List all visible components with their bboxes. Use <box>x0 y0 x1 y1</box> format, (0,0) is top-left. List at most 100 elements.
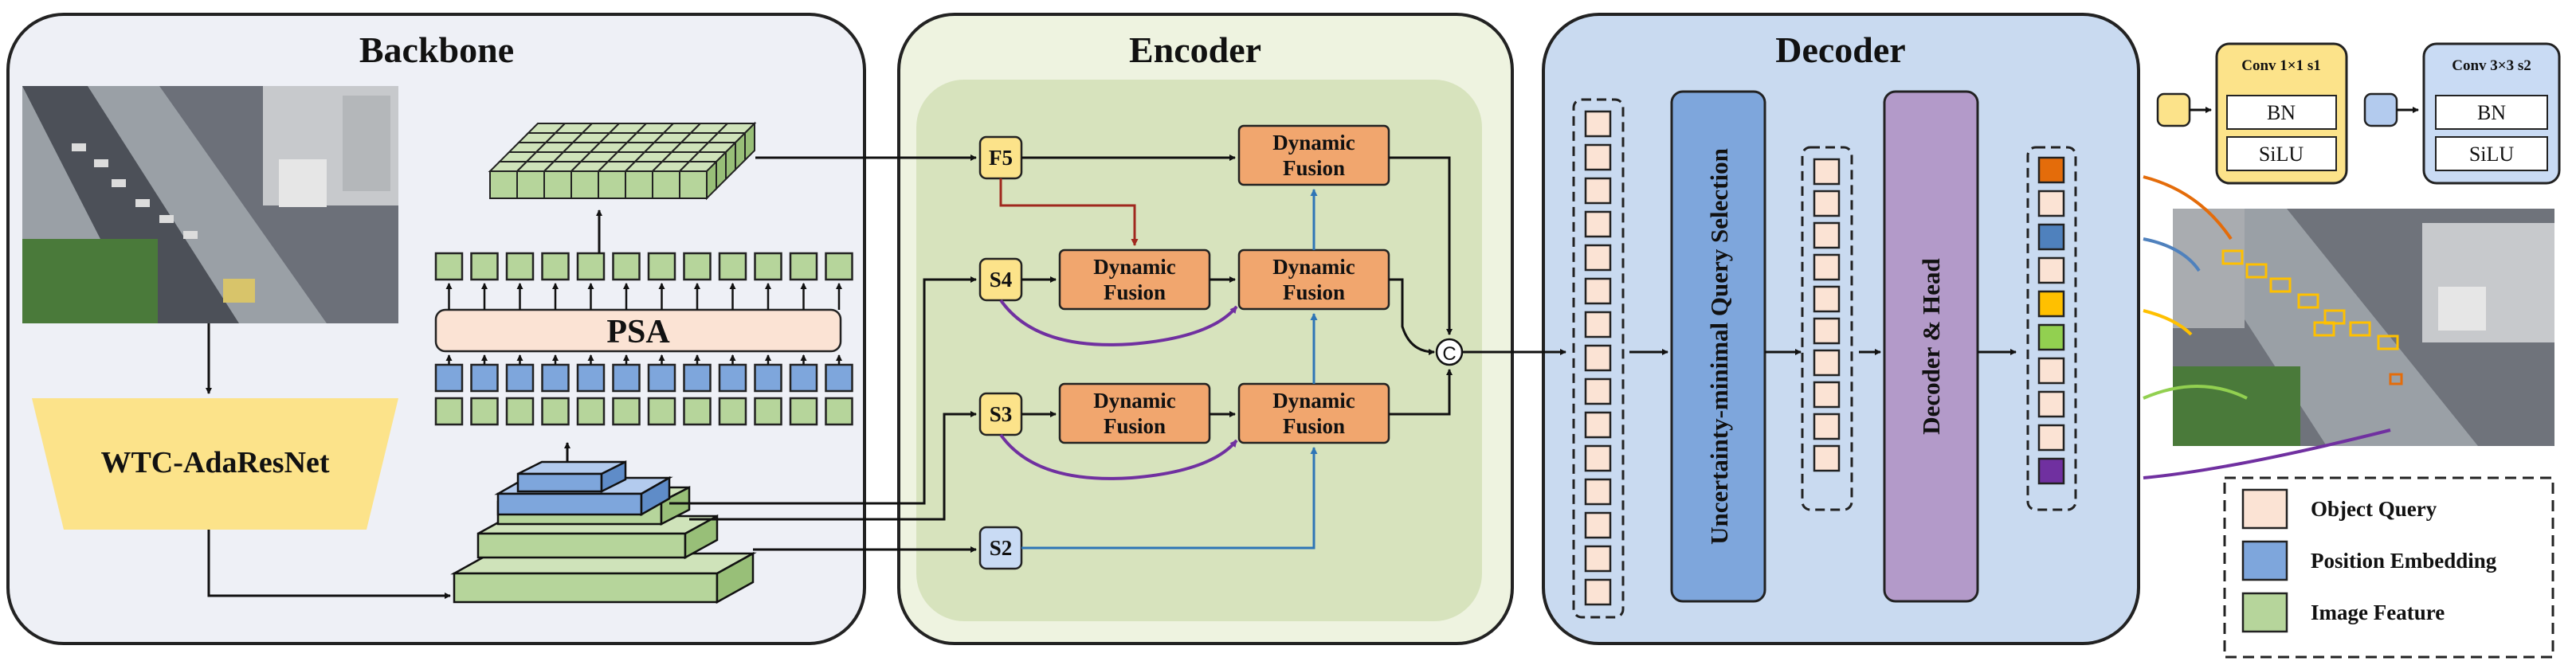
svg-text:Image Feature: Image Feature <box>2311 601 2445 624</box>
query-selection-bar: Uncertainty-minimal Query Selection <box>1670 90 1766 603</box>
node-s2: S2 <box>978 526 1023 570</box>
object-query-box <box>2037 223 2065 251</box>
fusion-s3-right: Dynamic Fusion <box>1237 382 1390 444</box>
object-query-box <box>1813 158 1841 186</box>
f5-feature-grid <box>488 121 757 201</box>
fusion-s4-left: Dynamic Fusion <box>1058 248 1211 311</box>
object-query-box <box>1813 253 1841 281</box>
position-embedding-token <box>541 363 570 393</box>
object-query-box <box>1584 578 1612 606</box>
object-query-box <box>1584 444 1612 472</box>
object-query-box <box>1813 444 1841 472</box>
svg-text:Object Query: Object Query <box>2311 497 2437 521</box>
object-query-box <box>1813 317 1841 345</box>
encoder-title: Encoder <box>1129 29 1261 70</box>
svg-text:Fusion: Fusion <box>1283 414 1345 438</box>
psa-output-token <box>789 252 818 281</box>
object-query-box <box>1584 511 1612 539</box>
psa-output-token <box>541 252 570 281</box>
object-query-box <box>2037 190 2065 217</box>
object-query-box <box>1584 378 1612 405</box>
svg-text:Fusion: Fusion <box>1104 280 1166 304</box>
psa-output-token <box>718 252 747 281</box>
svg-text:Fusion: Fusion <box>1104 414 1166 438</box>
position-embedding-tokens <box>434 363 853 393</box>
position-embedding-token <box>434 363 464 393</box>
blue-node-icon <box>2363 92 2398 127</box>
position-embedding-token <box>825 363 853 393</box>
psa-output-token <box>505 252 535 281</box>
image-feature-token <box>612 397 641 426</box>
encoder-arrows <box>999 155 1453 550</box>
legend: Object Query Position Embedding Image Fe… <box>2223 476 2554 659</box>
psa-output-token <box>576 252 606 281</box>
legend-item-object-query: Object Query <box>2241 488 2437 530</box>
node-s4: S4 <box>978 257 1023 302</box>
svg-text:SiLU: SiLU <box>2469 143 2515 166</box>
object-query-box <box>1584 277 1612 305</box>
conv-block-blue: Conv 3×3 s2 BN SiLU <box>2363 42 2561 185</box>
object-query-box <box>1813 413 1841 440</box>
psa-output-token <box>612 252 641 281</box>
svg-text:Dynamic: Dynamic <box>1272 255 1355 279</box>
object-query-box <box>2037 390 2065 418</box>
output-image <box>2173 209 2554 446</box>
svg-text:S4: S4 <box>990 268 1013 291</box>
fusion-s4-right: Dynamic Fusion <box>1237 248 1390 311</box>
token-arrows-lower <box>445 354 842 365</box>
object-query-box <box>1584 244 1612 272</box>
image-feature-token <box>718 397 747 426</box>
object-query-box <box>1584 311 1612 338</box>
fusion-top: Dynamic Fusion <box>1237 124 1390 186</box>
psa-output-tokens <box>434 252 853 281</box>
wtc-label: WTC-AdaResNet <box>100 446 329 479</box>
psa-output-token <box>647 252 676 281</box>
position-embedding-token <box>754 363 782 393</box>
svg-text:Uncertainty-minimal Query Sele: Uncertainty-minimal Query Selection <box>1705 148 1733 545</box>
feature-pyramid <box>450 460 757 604</box>
object-query-box <box>2037 156 2065 184</box>
position-embedding-token <box>647 363 676 393</box>
svg-text:Position Embedding: Position Embedding <box>2311 549 2497 573</box>
backbone-to-encoder-arrows <box>669 155 977 553</box>
input-image <box>22 86 398 323</box>
object-query-box <box>2037 424 2065 452</box>
svg-text:S3: S3 <box>990 402 1013 426</box>
object-query-column-2 <box>1801 146 1853 511</box>
grid-cell-front <box>489 170 518 199</box>
object-query-box <box>1813 349 1841 377</box>
wtc-adaresnet-block: WTC-AdaResNet <box>32 398 398 530</box>
svg-text:Dynamic: Dynamic <box>1093 389 1176 413</box>
object-query-box <box>1584 545 1612 573</box>
svg-text:Fusion: Fusion <box>1283 156 1345 180</box>
grid-cell-side <box>744 121 755 162</box>
position-embedding-token <box>683 363 712 393</box>
object-query-box <box>2037 323 2065 351</box>
position-embedding-token <box>612 363 641 393</box>
svg-text:Fusion: Fusion <box>1283 280 1345 304</box>
psa-output-token <box>825 252 853 281</box>
image-feature-token <box>505 397 535 426</box>
query-column-frame <box>1801 146 1853 511</box>
image-feature-token <box>683 397 712 426</box>
decoder-title: Decoder <box>1775 29 1905 70</box>
object-query-box <box>1584 177 1612 205</box>
position-embedding-token <box>505 363 535 393</box>
svg-text:Dynamic: Dynamic <box>1272 389 1355 413</box>
node-s3: S3 <box>978 392 1023 436</box>
svg-text:BN: BN <box>2267 101 2296 124</box>
backbone-title: Backbone <box>359 29 514 70</box>
object-query-box <box>2037 256 2065 284</box>
svg-text:Decoder & Head: Decoder & Head <box>1917 258 1945 435</box>
output-query-column <box>2026 146 2077 511</box>
image-feature-token <box>789 397 818 426</box>
svg-text:C: C <box>1442 343 1456 365</box>
legend-item-position-embedding: Position Embedding <box>2241 540 2497 581</box>
psa-label: PSA <box>606 314 670 350</box>
image-feature-token <box>541 397 570 426</box>
object-query-box <box>1813 221 1841 249</box>
psa-output-token <box>754 252 782 281</box>
psa-block: PSA <box>434 308 842 353</box>
svg-text:Dynamic: Dynamic <box>1272 131 1355 155</box>
